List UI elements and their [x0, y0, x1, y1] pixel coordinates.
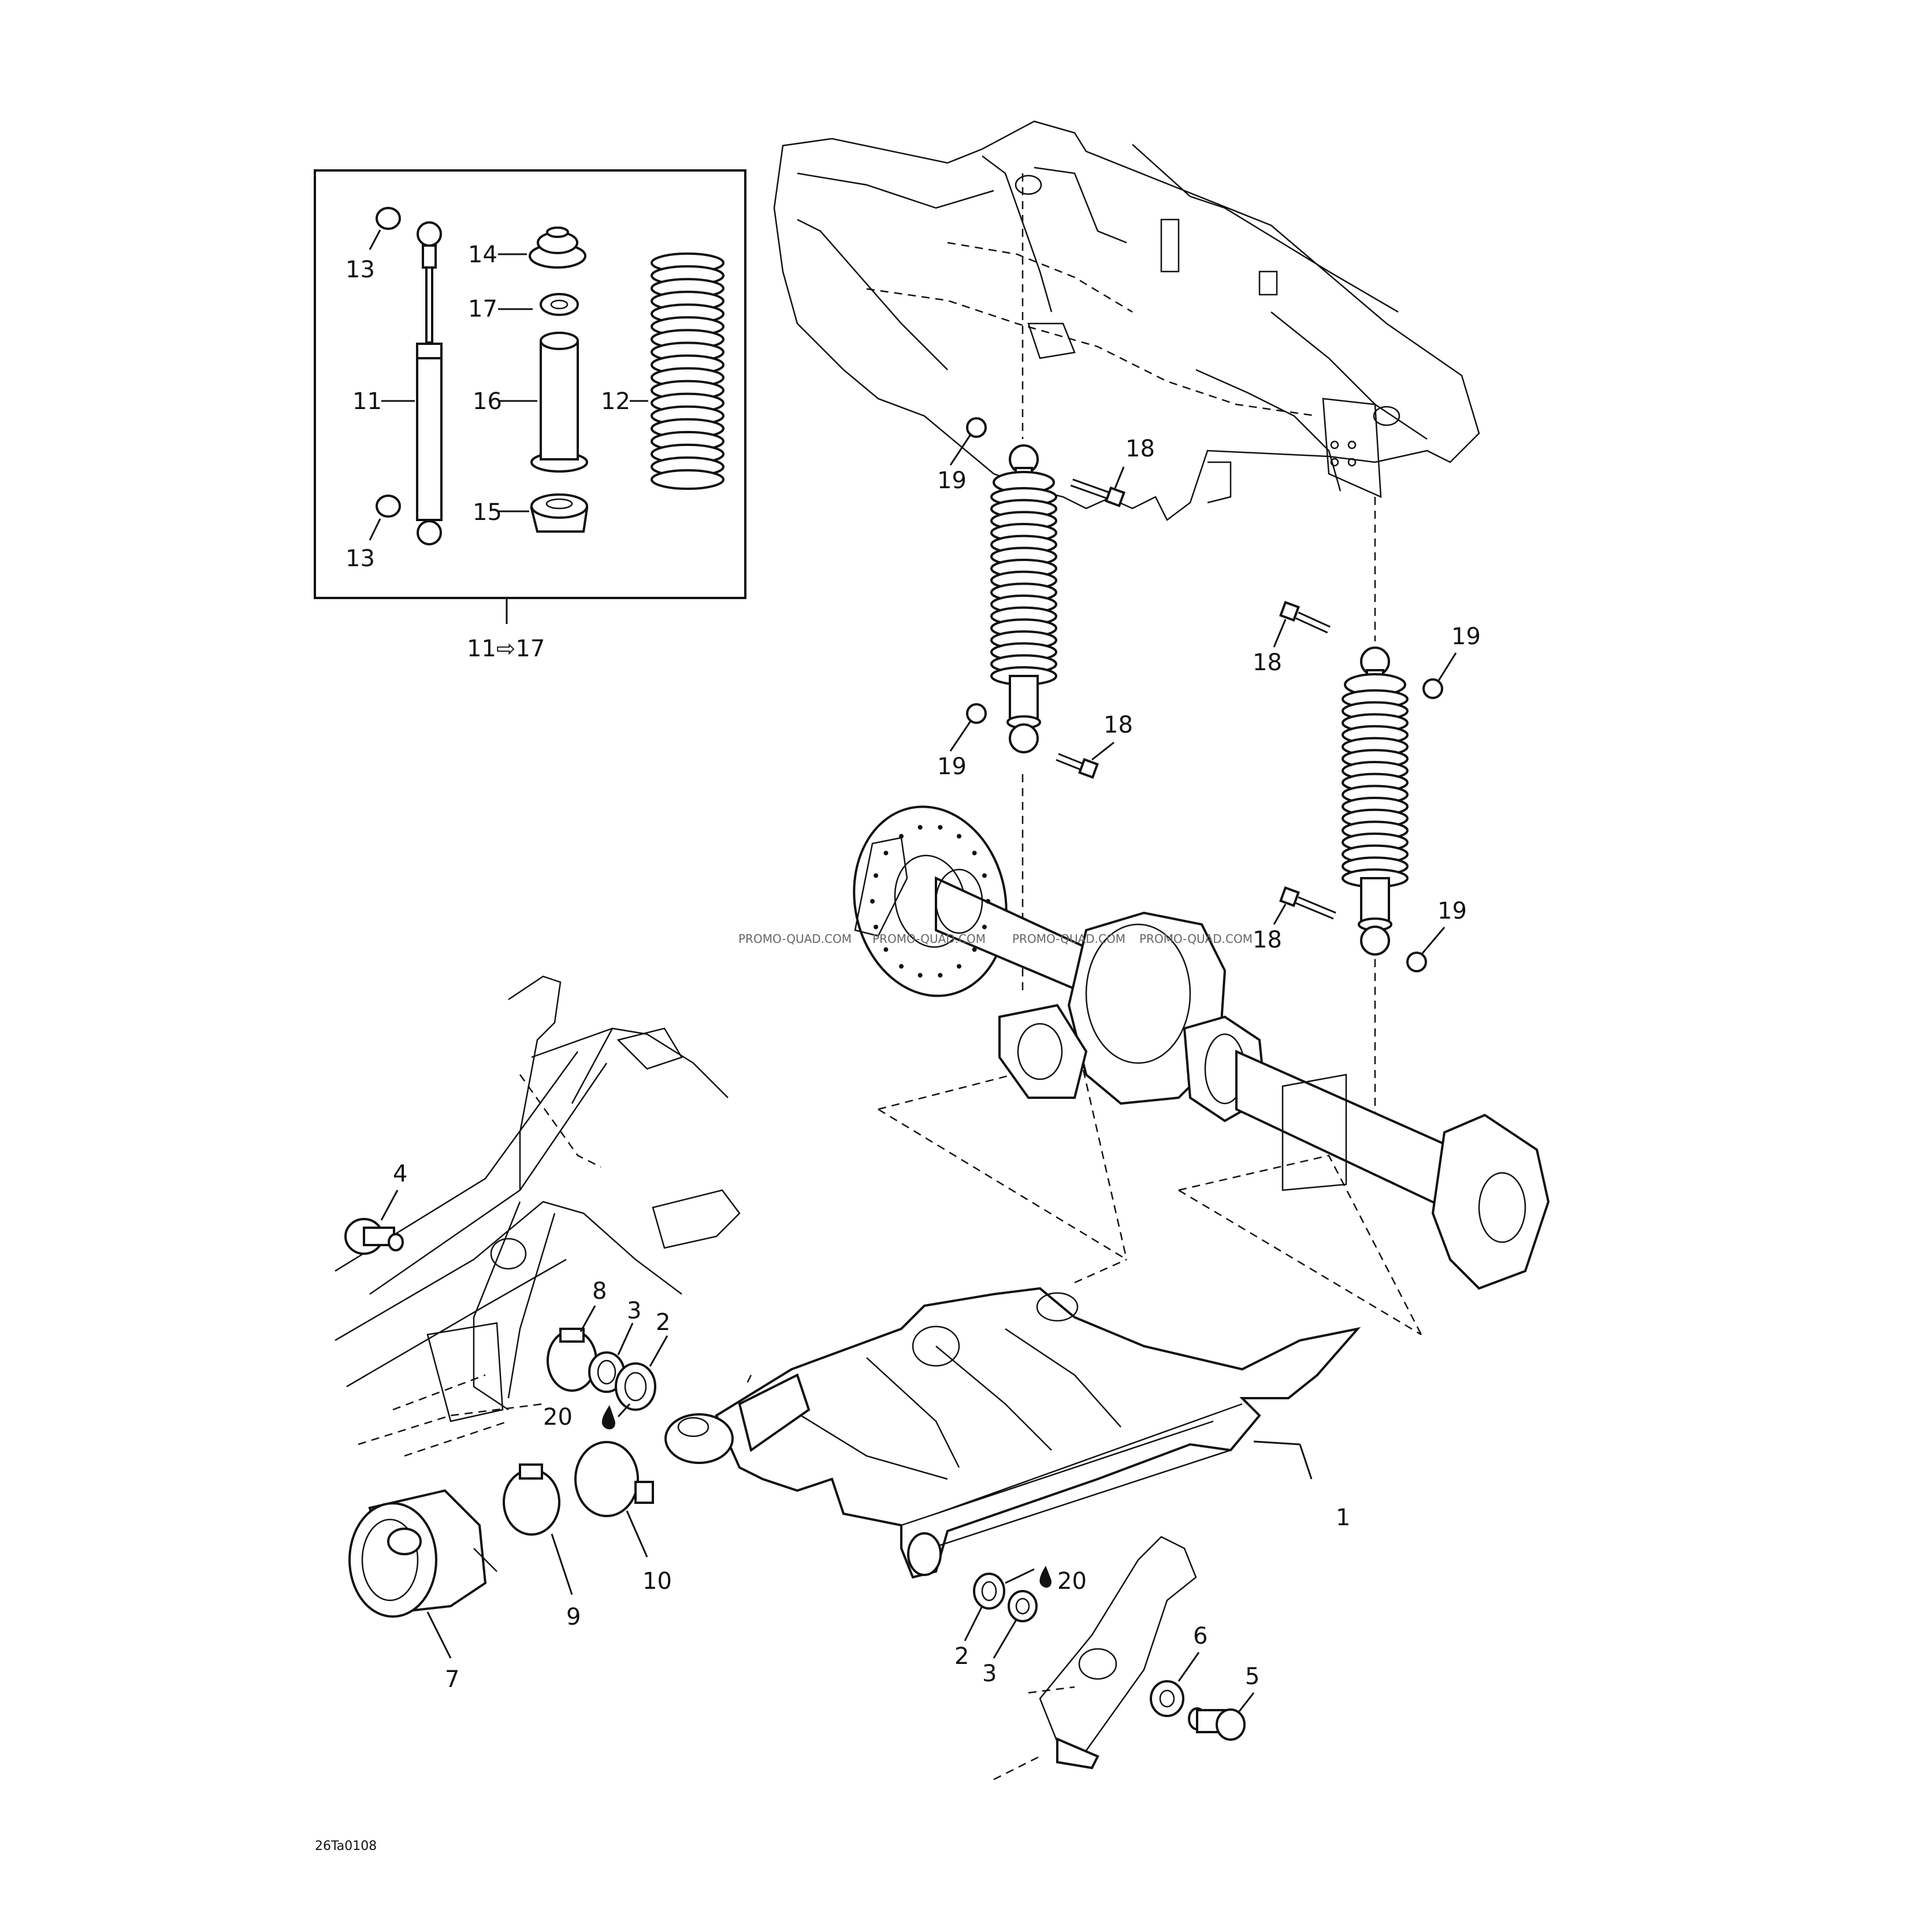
frame-bracket [993, 1536, 1197, 1781]
callout-16: 16 [473, 388, 502, 415]
rotor-hole [917, 824, 923, 830]
pivot-pin-5 [1188, 1707, 1246, 1741]
rotor-hole [938, 973, 943, 978]
callout-18: 18 [1253, 649, 1282, 676]
clamp-8 [547, 1328, 597, 1392]
bolt-18 [1279, 601, 1331, 634]
rotor-hole [874, 924, 879, 930]
svg-text:PROMO-QUAD.COM: PROMO-QUAD.COM [872, 932, 986, 946]
grease-drop-icon [1039, 1566, 1052, 1588]
rubber-stop-4 [344, 1218, 404, 1255]
rotor-hole [938, 824, 943, 830]
kit-label: 11⇨17 [467, 636, 545, 662]
callout-9: 9 [566, 1604, 581, 1630]
nut-19 [966, 703, 987, 724]
figure-code: 26Ta0108 [315, 1839, 377, 1853]
callout-19: 19 [937, 753, 967, 780]
rotor-hole [917, 973, 923, 978]
bushing-13-top [376, 207, 401, 230]
callout-14: 14 [468, 242, 497, 268]
callout-13: 13 [345, 545, 375, 572]
callout-2: 2 [954, 1643, 969, 1670]
swing-arm [664, 1287, 1361, 1579]
spring-coil [651, 469, 724, 490]
callout-18: 18 [1104, 712, 1133, 738]
rotor-hole [957, 834, 961, 839]
nut-19 [1406, 952, 1427, 972]
callout-18: 18 [1253, 927, 1282, 953]
rotor-hole [883, 947, 889, 952]
rear-axle [853, 805, 1550, 1290]
callout-12: 12 [601, 388, 630, 415]
bearing-2 [973, 1573, 1005, 1610]
grease-drop-icon [601, 1405, 615, 1430]
callout-20: 20 [1057, 1568, 1087, 1595]
callout-20: 20 [543, 1404, 573, 1431]
bolt-18 [1279, 886, 1336, 920]
callout-4: 4 [393, 1161, 407, 1187]
callout-7: 7 [445, 1666, 459, 1693]
rotor-hole [972, 850, 977, 856]
callout-10: 10 [642, 1568, 672, 1595]
callout-1: 1 [1336, 1504, 1350, 1531]
rotor-hole [972, 947, 977, 952]
shock-absorber-right [1342, 647, 1409, 956]
nut-19 [966, 417, 987, 438]
rotor-hole [874, 873, 879, 878]
callout-13: 13 [345, 257, 375, 283]
callout-5: 5 [1245, 1663, 1259, 1690]
bearing-2 [615, 1362, 656, 1411]
callout-18: 18 [1125, 436, 1155, 462]
damper-11 [416, 221, 443, 545]
callout-15: 15 [473, 499, 502, 526]
svg-text:PROMO-QUAD.COM: PROMO-QUAD.COM [738, 932, 852, 946]
bolt-18 [1056, 753, 1099, 779]
coil-spring-12 [651, 252, 724, 490]
rotor-hole [899, 834, 904, 839]
callout-17: 17 [468, 296, 497, 322]
bushing-13-bottom [376, 495, 401, 518]
washer-6 [1150, 1680, 1184, 1717]
callouts: 1 2 2 3 3 4 5 6 7 8 9 10 20 20 18 18 18 … [393, 436, 1481, 1693]
rotor-hole [982, 873, 987, 878]
callout-2: 2 [656, 1309, 670, 1336]
callout-19: 19 [1437, 898, 1467, 924]
callout-11: 11 [352, 388, 382, 415]
bump-stop-16 [530, 332, 588, 473]
rotor-hole [870, 899, 875, 904]
nut-19 [1422, 678, 1443, 699]
callout-3: 3 [982, 1660, 997, 1687]
svg-text:PROMO-QUAD.COM: PROMO-QUAD.COM [1012, 932, 1125, 946]
bolt-18 [1070, 478, 1125, 507]
rotor-hole [883, 850, 889, 856]
shock-absorber-left [990, 444, 1057, 753]
spring-cup-14 [529, 226, 586, 269]
ring-17 [540, 293, 579, 316]
rotor-hole [957, 964, 961, 969]
watermark: PROMO-QUAD.COM PROMO-QUAD.COM PROMO-QUAD… [738, 932, 1253, 946]
seal-3 [1008, 1590, 1038, 1622]
callout-19: 19 [1451, 623, 1481, 650]
callout-3: 3 [627, 1298, 641, 1324]
clamp-10 [574, 1441, 654, 1517]
callout-19: 19 [937, 467, 967, 494]
rotor-hole [899, 964, 904, 969]
leader-lines-shocks [949, 434, 1457, 954]
boot-7 [348, 1489, 497, 1618]
callout-8: 8 [592, 1278, 607, 1305]
callout-6: 6 [1193, 1623, 1208, 1649]
shock-kit-inset: 13 13 11 14 17 16 15 12 11⇨17 [314, 169, 746, 662]
spring-seat-15 [530, 493, 589, 533]
assembly-lines [744, 173, 1422, 1387]
lower-frame [335, 975, 741, 1457]
clamp-9 [503, 1463, 560, 1536]
rotor-hole [982, 924, 987, 930]
rotor-hole [986, 899, 990, 904]
svg-text:PROMO-QUAD.COM: PROMO-QUAD.COM [1139, 932, 1253, 946]
